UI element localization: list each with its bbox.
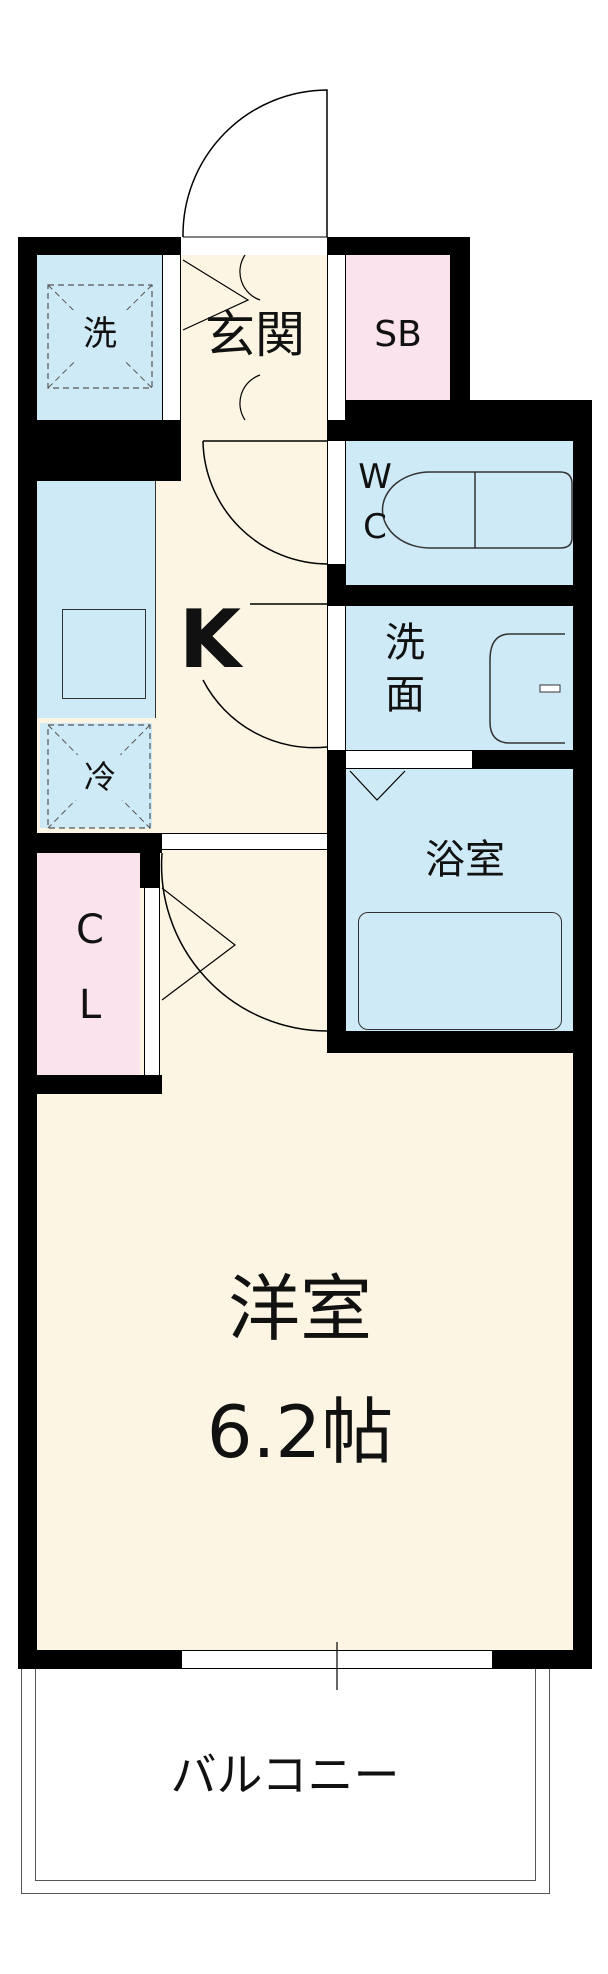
western-room-label: 洋室 (227, 1267, 372, 1352)
partition-washer (162, 255, 181, 420)
toilet-label-c: C (363, 506, 387, 547)
wall-bath-left (327, 750, 346, 1053)
washroom-label-2: 面 (385, 672, 425, 718)
western-room-floor-upper (160, 853, 327, 1053)
wall-wc-bottom (327, 585, 592, 606)
closet-label-l: L (78, 982, 102, 1028)
washer-pan-icon (47, 284, 153, 389)
bath-door (346, 750, 472, 769)
washer-label: 洗 (60, 310, 140, 360)
wall-cl-bottom (18, 1075, 162, 1094)
bath-label: 浴室 (425, 837, 505, 883)
bathtub (358, 912, 562, 1030)
wall-bottom-left (18, 1650, 181, 1669)
entrance-floor (181, 255, 327, 420)
kitchen-sink (62, 609, 146, 699)
wall-cl-right (140, 853, 160, 888)
washroom-label-1: 洗 (385, 620, 425, 666)
fridge-label: 冷 (62, 755, 138, 800)
western-room-size: 6.2帖 (206, 1389, 394, 1474)
room-door-icon (160, 852, 328, 1032)
entrance-door-icon (182, 89, 328, 238)
wc-door-icon (202, 440, 328, 565)
partition-cl (144, 888, 160, 1075)
basin-icon (489, 633, 565, 744)
closet (37, 853, 140, 1075)
wall-bottom-right (493, 1650, 592, 1669)
wall-upper-right (327, 400, 592, 441)
wall-left (18, 237, 37, 1669)
partition-wc (327, 441, 346, 564)
wall-wash-bath (472, 750, 592, 769)
shoe-box (346, 255, 450, 420)
partition-k-room (162, 833, 327, 850)
entrance-label: 玄関 (205, 305, 305, 364)
balcony (21, 1669, 550, 1894)
wall-top-right (327, 237, 470, 255)
western-room-floor (37, 1053, 573, 1650)
balcony-label: バルコニー (170, 1747, 400, 1802)
toilet-icon (381, 471, 573, 549)
fridge-icon (47, 724, 151, 829)
wall-sb-right (450, 237, 470, 422)
wall-fridge-bottom (18, 833, 162, 853)
wall-washer-bottom (18, 420, 181, 481)
shoe-box-label: SB (374, 314, 422, 356)
partition-wash (327, 606, 346, 750)
balcony-inner (35, 1669, 536, 1881)
partition-sb (327, 255, 346, 420)
toilet-label-w: W (358, 456, 392, 497)
wall-bath-bottom (327, 1031, 592, 1053)
wash-door-icon (202, 603, 328, 749)
kitchen-label: K (179, 593, 241, 686)
wall-top-left (18, 237, 181, 255)
closet-label-c: C (76, 907, 104, 953)
